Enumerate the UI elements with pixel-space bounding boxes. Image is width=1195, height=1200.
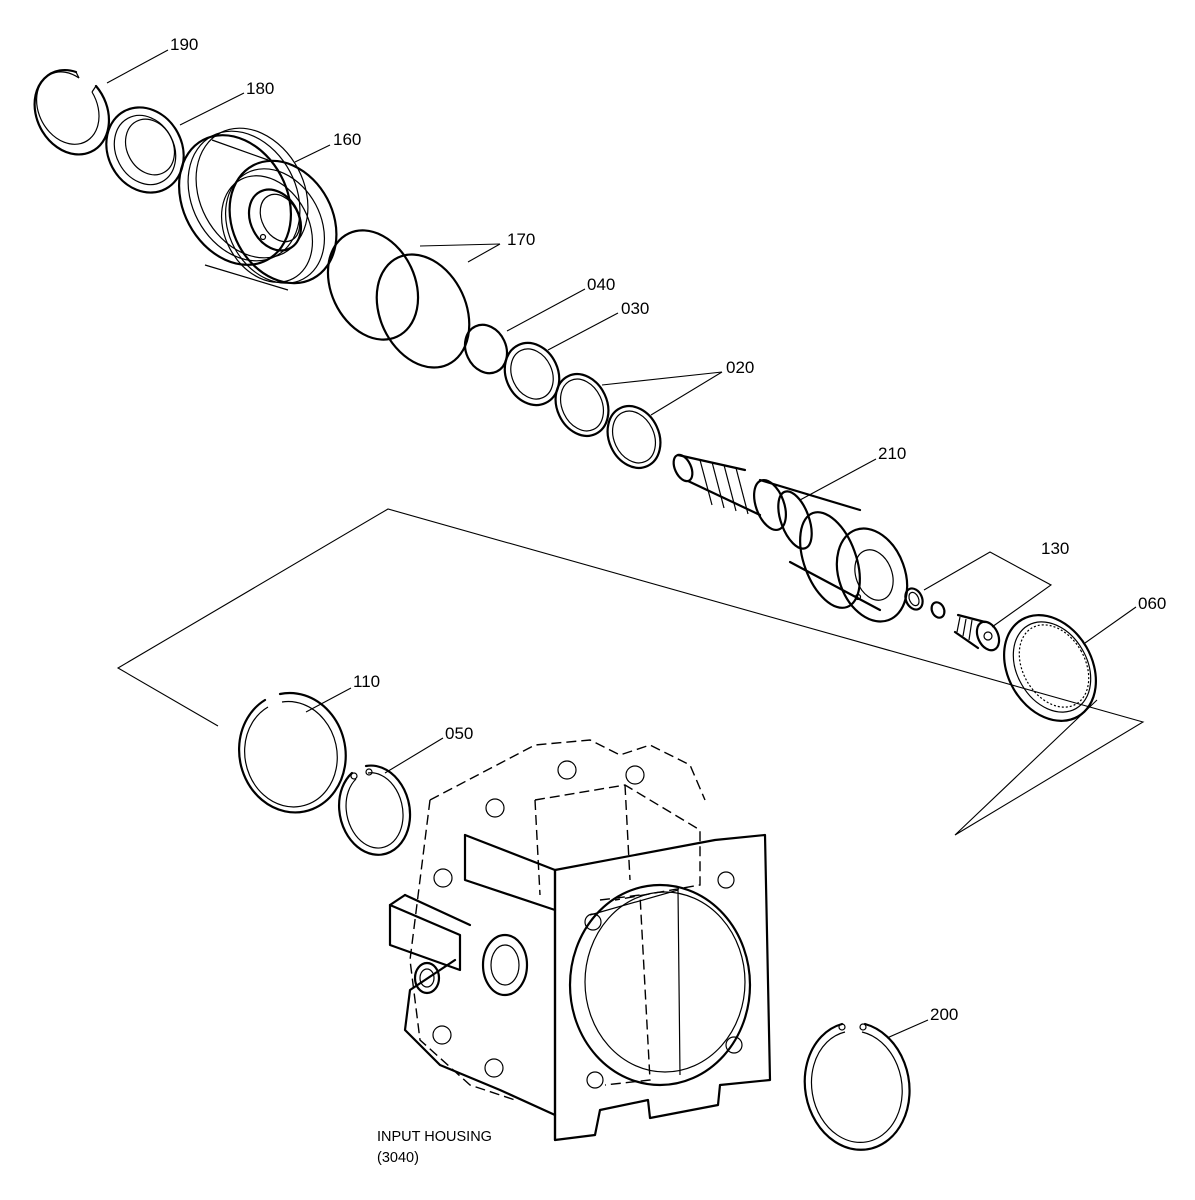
part-210-input-shaft	[672, 453, 909, 623]
callout-130: 130	[1041, 539, 1069, 558]
assembly-guide-line	[116, 508, 1145, 836]
callout-020: 020	[726, 358, 754, 377]
callout-110: 110	[353, 672, 380, 691]
part-170-o-rings	[326, 229, 471, 369]
callout-160: 160	[333, 130, 361, 149]
housing-name-label: INPUT HOUSING	[377, 1129, 492, 1145]
callout-200: 200	[930, 1005, 958, 1024]
part-050-snap-ring	[337, 764, 412, 856]
callout-210: 210	[878, 444, 906, 463]
callout-050: 050	[445, 724, 473, 743]
part-030-washer	[503, 341, 561, 407]
callout-040: 040	[587, 275, 615, 294]
part-200-circlip	[803, 1022, 911, 1151]
housing-code-label: (3040)	[377, 1150, 419, 1166]
leader-lines	[106, 49, 1137, 1039]
input-housing	[388, 739, 772, 1142]
callout-180: 180	[246, 79, 274, 98]
part-020-seal-rings	[554, 373, 662, 469]
part-130-guide	[923, 551, 1053, 628]
part-160-drum	[177, 127, 338, 291]
part-110-snap-ring	[238, 691, 347, 814]
part-040-o-ring	[463, 323, 509, 375]
callout-030: 030	[621, 299, 649, 318]
callout-060: 060	[1138, 594, 1166, 613]
callout-190: 190	[170, 35, 198, 54]
part-190-snap-ring	[33, 69, 111, 156]
part-180-seal	[105, 106, 185, 194]
part-060-bearing	[1002, 614, 1098, 722]
callout-170: 170	[507, 230, 535, 249]
part-130-plug	[904, 587, 1001, 652]
